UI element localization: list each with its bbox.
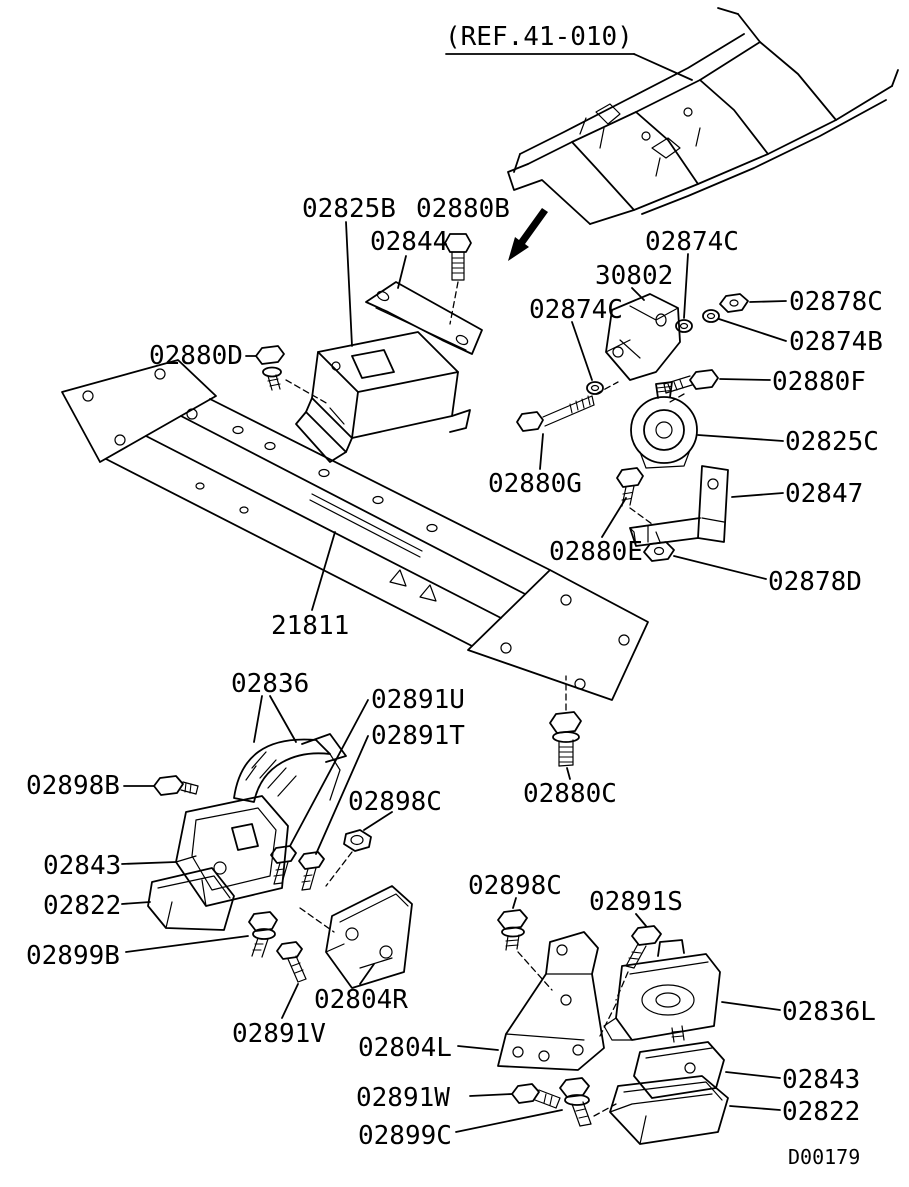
bolt-02880G-drawing	[516, 381, 619, 470]
crossmember-21811-drawing	[61, 359, 649, 701]
bolt-02880F-drawing	[663, 369, 771, 403]
part-label-02891V: 02891V	[232, 1019, 326, 1049]
bolt-02891W-drawing	[469, 1083, 561, 1109]
bracket-02847-drawing	[629, 465, 784, 547]
direction-arrow-icon	[508, 208, 548, 261]
part-label-02898C-right: 02898C	[468, 871, 562, 901]
part-label-02891W: 02891W	[356, 1083, 450, 1113]
part-label-02825C: 02825C	[785, 427, 879, 457]
bracket-30802-drawing	[605, 287, 681, 381]
part-label-02898B: 02898B	[26, 771, 120, 801]
strap-02844-drawing	[365, 255, 483, 355]
bolt-02880D-drawing	[245, 345, 329, 405]
part-label-02804L: 02804L	[358, 1033, 452, 1063]
part-label-02878C: 02878C	[789, 287, 883, 317]
part-label-02843-left: 02843	[43, 851, 122, 881]
nut-02878C-drawing	[719, 293, 787, 313]
vehicle-frame-sketch	[507, 7, 899, 225]
drawing-code: D00179	[788, 1145, 861, 1169]
ref-callout-leader	[445, 53, 693, 81]
part-label-02843-right: 02843	[782, 1065, 861, 1095]
part-label-02874B: 02874B	[789, 327, 883, 357]
bracket-02804L-drawing	[457, 931, 605, 1071]
part-label-02891U: 02891U	[371, 685, 465, 715]
bolt-02880C-drawing	[549, 675, 582, 780]
part-label-02899C: 02899C	[358, 1121, 452, 1151]
part-label-02898C-left: 02898C	[348, 787, 442, 817]
leader-lines-02891UT	[289, 699, 369, 855]
mount-bracket-02825B-drawing	[295, 221, 471, 463]
part-label-02880D: 02880D	[149, 341, 243, 371]
part-label-02836L: 02836L	[782, 997, 876, 1027]
mount-02836L-drawing	[603, 939, 781, 1041]
bolt-02880B-drawing	[444, 233, 472, 325]
part-label-02880F: 02880F	[772, 367, 866, 397]
bolt-02898C-right-drawing	[497, 897, 553, 991]
heat-shield-02836-drawing	[233, 695, 347, 803]
washer-02874C-left-drawing	[571, 321, 604, 395]
part-label-02891T: 02891T	[371, 721, 465, 751]
part-label-02891S: 02891S	[589, 887, 683, 917]
part-label-02847: 02847	[785, 479, 864, 509]
bolt-02891S-drawing	[599, 913, 662, 1037]
part-label-02825B: 02825B	[302, 194, 396, 224]
part-label-02844: 02844	[370, 227, 449, 257]
ref-callout: (REF.41-010)	[445, 22, 633, 52]
nut-02898C-left-drawing	[299, 811, 393, 933]
bracket-02804R-drawing	[325, 885, 413, 989]
insulator-02825C-drawing	[630, 381, 784, 469]
part-label-02880G: 02880G	[488, 469, 582, 499]
part-label-30802: 30802	[595, 261, 674, 291]
nut-02878D-drawing	[643, 531, 767, 580]
mount-02843-left-drawing	[121, 795, 289, 907]
washer-02874C-right-drawing	[675, 253, 693, 333]
part-label-02822-right: 02822	[782, 1097, 861, 1127]
part-label-02899B: 02899B	[26, 941, 120, 971]
part-label-02804R: 02804R	[314, 985, 408, 1015]
part-label-02880B: 02880B	[416, 194, 510, 224]
part-label-02880E: 02880E	[549, 537, 643, 567]
bolt-02898B-drawing	[123, 775, 199, 796]
part-label-02878D: 02878D	[768, 567, 862, 597]
bolt-02891V-drawing	[276, 941, 307, 1019]
bolt-02880E-drawing	[601, 467, 653, 538]
part-label-02874C-top: 02874C	[645, 227, 739, 257]
part-label-02874C-mid: 02874C	[529, 295, 623, 325]
bracket-02822-right-drawing	[609, 1075, 781, 1145]
bolt-02891T-drawing	[298, 851, 325, 891]
part-label-02836: 02836	[231, 669, 310, 699]
bolt-02891U-drawing	[270, 845, 297, 885]
bracket-02822-left-drawing	[121, 867, 235, 931]
part-label-21811: 21811	[271, 611, 350, 641]
bolt-02899B-drawing	[125, 911, 278, 958]
part-label-02822-left: 02822	[43, 891, 122, 921]
part-label-02880C: 02880C	[523, 779, 617, 809]
washer-02874B-drawing	[702, 309, 787, 342]
bolt-02899C-drawing	[455, 1077, 617, 1133]
